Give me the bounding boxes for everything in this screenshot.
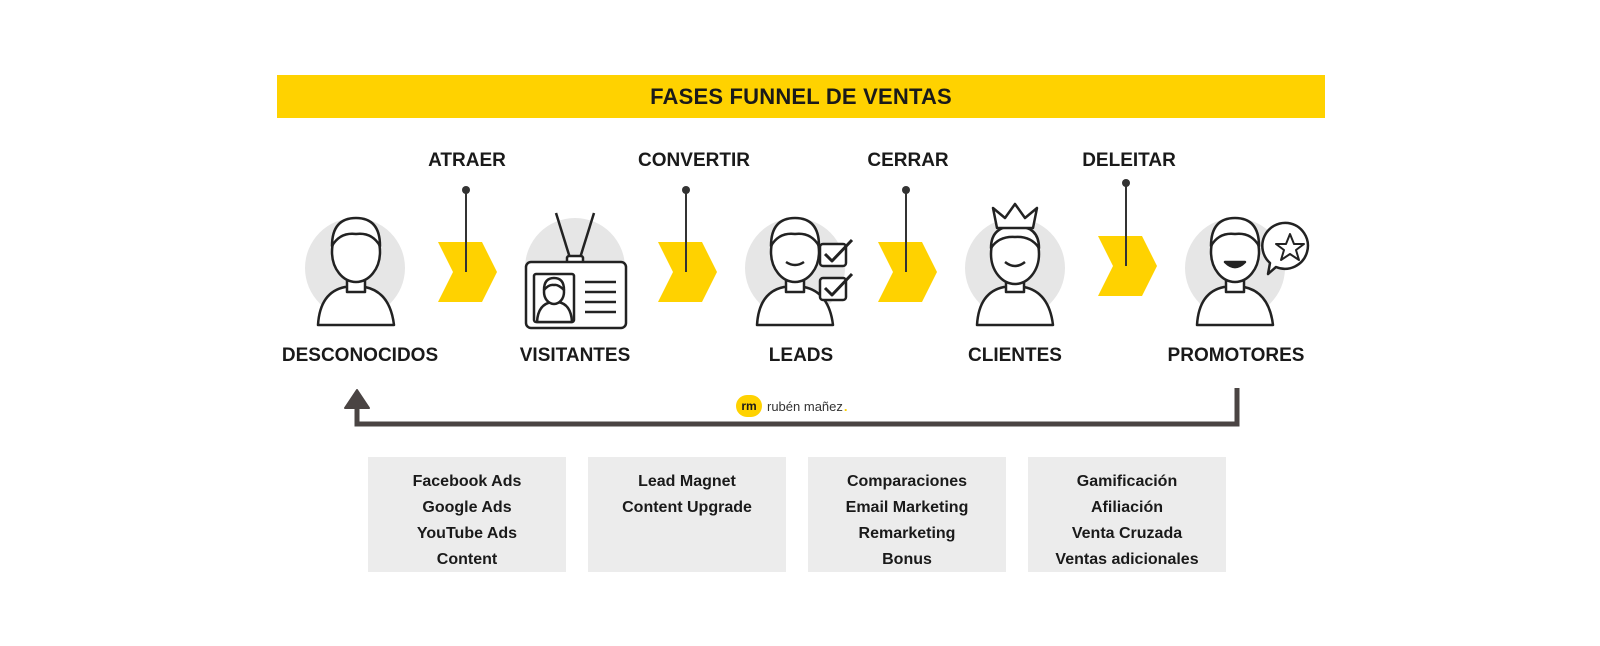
checklist-person-icon [755, 216, 854, 327]
chevron-arrow-icon [658, 186, 717, 302]
chevron-arrow-icon [878, 186, 937, 302]
action-label-attract: ATRAER [428, 150, 506, 171]
tactics-box-delight: Gamificación Afiliación Venta Cruzada Ve… [1028, 457, 1226, 572]
action-label-delight: DELEITAR [1082, 150, 1176, 171]
brand-logo: rm rubén mañez . [734, 394, 854, 418]
tactic-item: Content Upgrade [622, 499, 752, 516]
action-label-close: CERRAR [867, 150, 949, 171]
stage-label-customers: CLIENTES [968, 345, 1062, 366]
stage-label-visitors: VISITANTES [519, 345, 631, 366]
tactic-item: Comparaciones [846, 473, 968, 490]
brand-dot: . [843, 398, 848, 414]
tactic-item: Google Ads [422, 499, 512, 516]
tactic-item: Content [436, 551, 498, 568]
tactics-box-convert: Lead Magnet Content Upgrade [588, 457, 786, 572]
tactic-item: Gamificación [1076, 473, 1178, 490]
badge-icon [524, 212, 628, 330]
person-icon [316, 216, 396, 327]
tactic-item: Bonus [882, 551, 932, 568]
crowned-person-icon [975, 202, 1055, 327]
tactic-item: Venta Cruzada [1071, 525, 1183, 542]
brand-badge: rm [736, 395, 762, 417]
star-bubble-person-icon [1195, 216, 1310, 327]
tactic-item: Lead Magnet [638, 473, 736, 490]
action-label-convert: CONVERTIR [638, 150, 750, 171]
brand-name: rubén mañez [767, 398, 843, 414]
stage-label-strangers: DESCONOCIDOS [281, 345, 439, 366]
diagram-title: FASES FUNNEL DE VENTAS [650, 83, 952, 109]
tactic-item: Afiliación [1090, 499, 1163, 516]
tactic-item: YouTube Ads [416, 525, 518, 542]
tactic-item: Remarketing [858, 525, 956, 542]
tactics-box-attract: Facebook Ads Google Ads YouTube Ads Cont… [368, 457, 566, 572]
chevron-arrow-icon [1098, 179, 1157, 296]
title-banner: FASES FUNNEL DE VENTAS [277, 75, 1325, 118]
tactic-item: Email Marketing [845, 499, 969, 516]
chevron-arrow-icon [438, 186, 497, 302]
return-arrow-icon [344, 388, 1240, 427]
tactic-item: Ventas adicionales [1055, 551, 1199, 568]
tactic-item: Facebook Ads [412, 473, 522, 490]
tactics-box-close: Comparaciones Email Marketing Remarketin… [808, 457, 1006, 572]
stage-label-promoters: PROMOTORES [1167, 345, 1305, 366]
stage-label-leads: LEADS [768, 345, 834, 366]
